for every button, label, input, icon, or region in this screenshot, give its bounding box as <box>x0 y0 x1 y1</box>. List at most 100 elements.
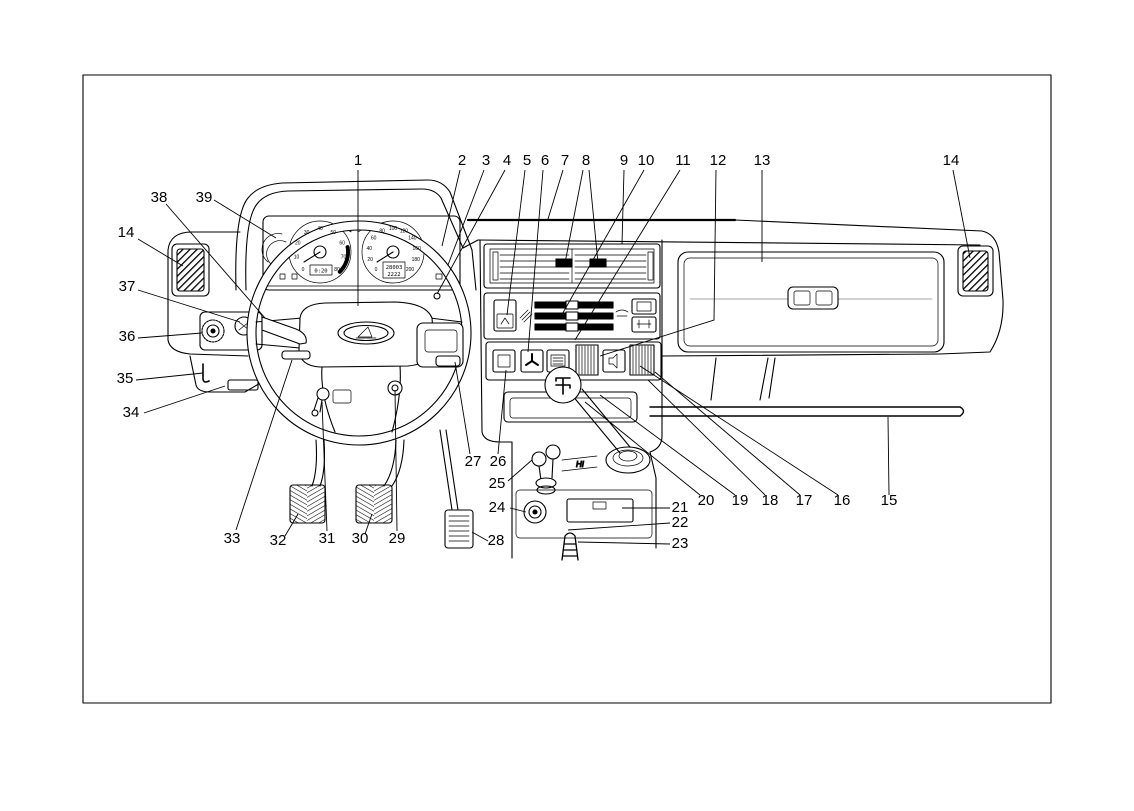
leader-line-22 <box>567 522 671 531</box>
left-air-vent <box>171 243 210 297</box>
callout-27: 27 <box>465 453 482 470</box>
leader-line-35 <box>135 372 204 381</box>
odometer-lcd <box>382 261 406 279</box>
left-stalk-lower <box>281 350 311 360</box>
brake-pedal <box>355 439 405 524</box>
dashboard-lower-trim <box>710 357 776 401</box>
speedometer-scale-label: 160 <box>413 246 422 252</box>
callout-38: 38 <box>151 189 168 206</box>
leader-line-30 <box>364 513 373 535</box>
tachometer-scale-label: 60 <box>339 241 345 247</box>
speedometer-scale-label: 0 <box>375 267 378 273</box>
callout-12: 12 <box>710 152 727 169</box>
dashboard-right-outline <box>734 219 1004 355</box>
callout-25: 25 <box>489 475 506 492</box>
heater-slider-knob <box>565 300 579 310</box>
callout-6: 6 <box>541 152 549 169</box>
figure-frame <box>82 74 1052 704</box>
leader-line-38 <box>165 203 266 319</box>
callout-22: 22 <box>672 514 689 531</box>
callout-37: 37 <box>119 278 136 295</box>
warning-light-icon <box>291 273 298 280</box>
leader-line-36 <box>137 332 203 339</box>
lada-logo-icon <box>337 321 395 345</box>
leader-line-7 <box>547 169 564 220</box>
speedometer-scale-label: 180 <box>412 257 421 263</box>
heater-slider-knob <box>565 311 579 321</box>
leader-line-23 <box>577 541 671 545</box>
callout-32: 32 <box>270 532 287 549</box>
ashtray <box>566 498 634 523</box>
fan-icon <box>525 353 539 366</box>
leader-line-10 <box>559 169 645 319</box>
lower-shelf <box>649 406 965 417</box>
horn-signal-icon <box>608 353 618 369</box>
rear-fog-button <box>631 298 657 315</box>
right-stalk <box>416 322 464 368</box>
clutch-pedal <box>289 439 326 524</box>
leader-line-24 <box>509 507 527 513</box>
tachometer-scale-label: 70 <box>341 255 347 261</box>
leader-line-2 <box>441 169 461 247</box>
right-air-vent <box>957 245 994 297</box>
lower-console <box>515 489 653 539</box>
callout-28: 28 <box>488 532 505 549</box>
hood-release-hook <box>202 363 210 383</box>
gear-pattern-icon <box>555 377 571 395</box>
tachometer-scale-label: 40 <box>317 226 323 232</box>
callout-36: 36 <box>119 328 136 345</box>
callout-29: 29 <box>389 530 406 547</box>
warning-light-icon <box>279 273 286 280</box>
speedometer-scale-label: 40 <box>367 246 373 252</box>
callout-21: 21 <box>672 499 689 516</box>
leader-line-3 <box>447 169 485 266</box>
leader-line-29 <box>394 389 398 532</box>
callout-17: 17 <box>796 492 813 509</box>
leader-line-6 <box>527 169 544 353</box>
dashboard-drawing: HI <box>167 179 1004 561</box>
leader-line-34 <box>143 385 226 414</box>
leader-line-32 <box>284 513 299 537</box>
callout-10: 10 <box>638 152 655 169</box>
steering-wheel <box>246 220 472 446</box>
instrument-hood-outer <box>235 179 477 291</box>
glovebox <box>677 251 945 353</box>
steering-hub <box>298 301 435 368</box>
leader-line-19 <box>599 394 736 496</box>
leader-line-11 <box>574 169 681 341</box>
callout-7: 7 <box>561 152 569 169</box>
speedometer-scale-label: 20 <box>367 257 373 263</box>
callout-9: 9 <box>620 152 628 169</box>
leader-line-8 <box>564 169 584 264</box>
vent-slider <box>555 258 573 268</box>
recirculation-button <box>493 299 517 332</box>
warning-light-icon <box>435 273 443 280</box>
transfer-case-label: HI <box>576 460 585 469</box>
glovebox-handle <box>787 286 839 310</box>
callout-4: 4 <box>503 152 511 169</box>
left-stalk <box>261 316 307 345</box>
leader-line-16 <box>639 365 839 496</box>
leader-line-15 <box>887 416 890 496</box>
leader-line-5 <box>506 169 526 316</box>
instrument-hood-inner <box>245 188 479 291</box>
leader-line-31 <box>321 401 328 532</box>
dashboard-left-outline <box>167 231 249 357</box>
callout-3: 3 <box>482 152 490 169</box>
transfer-case-levers: HI <box>531 444 598 495</box>
odometer-display: 28003 <box>386 265 403 271</box>
leader-line-12 <box>599 169 717 357</box>
center-stack-left-side <box>479 239 513 559</box>
speedometer-scale-label: 200 <box>406 267 415 273</box>
callout-23: 23 <box>672 535 689 552</box>
center-air-vents <box>483 243 661 289</box>
leader-line-33 <box>235 359 293 531</box>
callout-labels: 1 2 3 4 5 6 7 8 9 10 11 12 13 14 39 38 1… <box>117 152 960 552</box>
dashboard-left-lower-panel <box>189 355 263 393</box>
leader-line-20 <box>584 401 701 496</box>
leader-line-14-right <box>952 169 971 259</box>
switch-blank-grille <box>629 344 655 376</box>
center-stack-right-side <box>649 239 663 549</box>
cluster-button <box>433 292 441 300</box>
